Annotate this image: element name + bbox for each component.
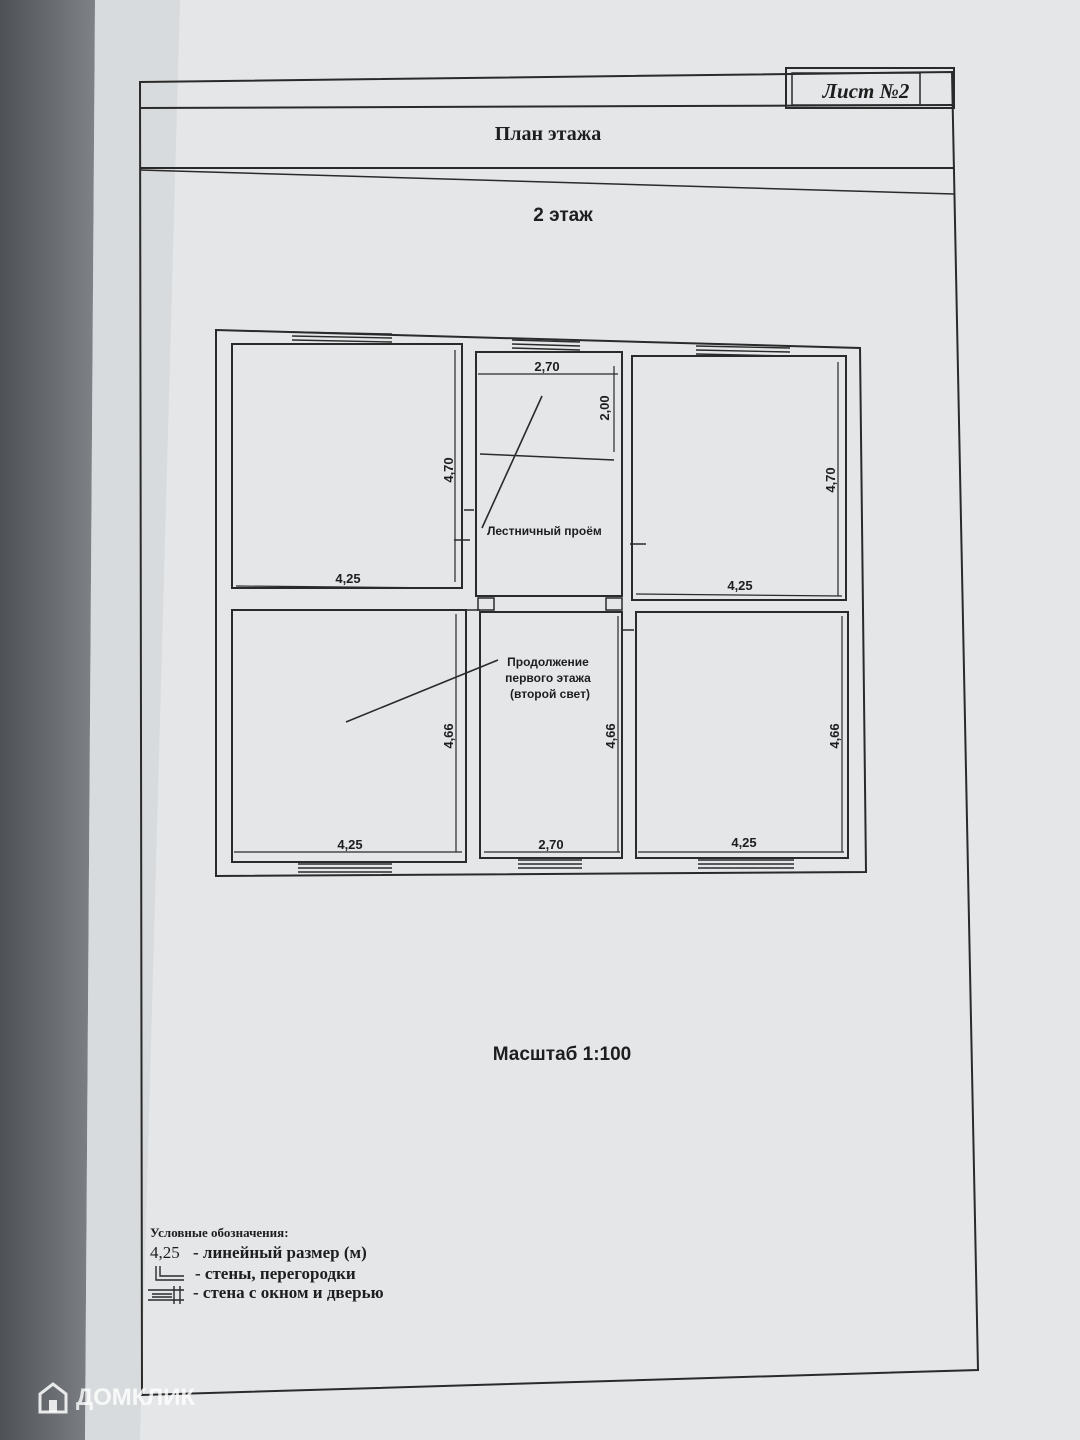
window-top-stair xyxy=(511,339,581,351)
dim-top-left-width: 4,25 xyxy=(335,571,360,586)
watermark-text: ДОМКЛИК xyxy=(76,1384,196,1411)
annotations: Лестничный проём Продолжение первого эта… xyxy=(487,524,602,701)
floor-label: 2 этаж xyxy=(533,205,593,226)
stair-opening-line xyxy=(479,453,615,461)
paper-shadow xyxy=(85,0,180,1440)
dim-bottom-left-height: 4,66 xyxy=(441,723,456,748)
dimension-lines xyxy=(234,350,844,853)
sheet-number-box xyxy=(785,67,955,109)
paper xyxy=(85,0,1080,1440)
continuation-label-line3: (второй свет) xyxy=(510,687,590,701)
dim-top-right-height: 4,70 xyxy=(823,467,838,492)
legend-title: Условные обозначения: xyxy=(150,1225,289,1240)
plan-title: План этажа xyxy=(495,123,602,145)
stair-opening-label: Лестничный проём xyxy=(487,524,602,538)
sheet-label: Лист №2 xyxy=(822,79,910,103)
annotation-leaders xyxy=(345,395,543,723)
window-top-right xyxy=(695,345,791,357)
room-bottom-right xyxy=(635,611,849,859)
floor-plan xyxy=(215,328,868,878)
legend: Условные обозначения: 4,25 - линейный ра… xyxy=(148,1225,384,1304)
sheet-number-inner-box xyxy=(791,72,921,106)
sheet-frame xyxy=(138,70,980,1397)
continuation-label-line2: первого этажа xyxy=(505,671,591,685)
continuation-label-line1: Продолжение xyxy=(507,655,589,669)
dim-top-left-height: 4,70 xyxy=(441,457,456,482)
dim-corridor-height: 4,66 xyxy=(603,723,618,748)
wall-junction-right xyxy=(605,597,623,611)
room-bottom-left xyxy=(231,609,467,863)
legend-item2-text: - стены, перегородки xyxy=(195,1264,356,1283)
dimension-labels: 4,70 4,25 2,70 2,00 4,70 4,25 4,66 4,25 … xyxy=(335,359,842,852)
dim-corridor-width: 2,70 xyxy=(538,837,563,852)
dim-bottom-left-width: 4,25 xyxy=(337,837,362,852)
legend-window-door-symbol xyxy=(148,1286,184,1304)
title-block-bottom-line xyxy=(139,169,955,195)
window-top-left xyxy=(291,331,393,343)
corridor xyxy=(479,611,623,859)
dim-bottom-right-height: 4,66 xyxy=(827,723,842,748)
window-bottom-left xyxy=(298,863,392,873)
room-top-right xyxy=(631,355,847,601)
legend-item3-text: - стена с окном и дверью xyxy=(193,1283,384,1302)
house-logo-icon xyxy=(38,1382,68,1414)
dim-bottom-right-width: 4,25 xyxy=(731,835,756,850)
wall-junction-left xyxy=(477,597,495,611)
legend-item1-text: - линейный размер (м) xyxy=(193,1243,367,1262)
windows xyxy=(291,331,794,873)
room-top-left xyxy=(231,343,463,589)
scale-label: Масштаб 1:100 xyxy=(493,1044,632,1065)
domclick-watermark: ДОМКЛИК xyxy=(38,1378,195,1418)
dim-stair-height: 2,00 xyxy=(597,395,612,420)
window-bottom-corridor xyxy=(518,859,582,869)
outer-wall xyxy=(215,328,868,878)
dim-top-right-width: 4,25 xyxy=(727,578,752,593)
dim-stair-width: 2,70 xyxy=(534,359,559,374)
legend-wall-symbol xyxy=(155,1266,184,1281)
window-bottom-right xyxy=(698,859,794,869)
stair-area xyxy=(475,351,623,597)
legend-item1-sample: 4,25 xyxy=(150,1243,180,1262)
